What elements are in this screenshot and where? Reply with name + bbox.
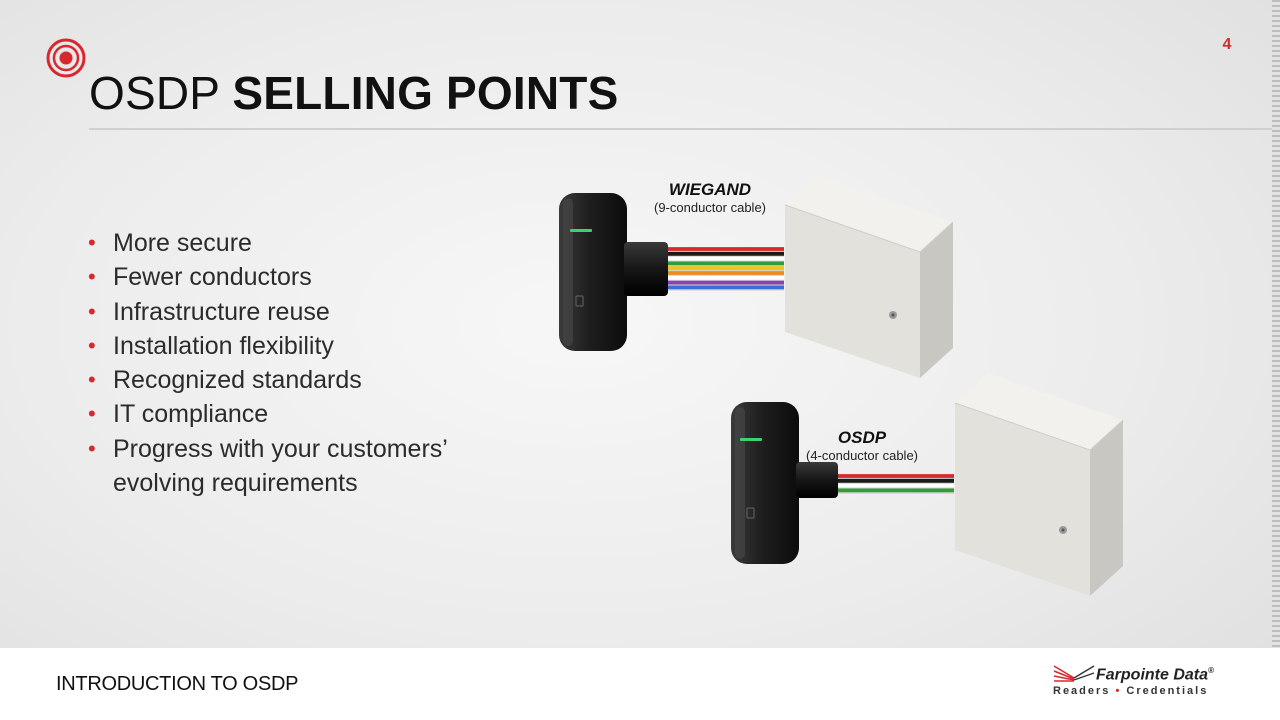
osdp-label-name: OSDP <box>837 428 887 447</box>
right-edge-strip <box>1272 0 1280 650</box>
brand-name-text: Farpointe Data <box>1096 666 1209 684</box>
wiegand-label-description: (9-conductor cable) <box>654 200 766 216</box>
osdp-label-description: (4-conductor cable) <box>806 448 918 464</box>
page-number: 4 <box>1222 36 1232 53</box>
footer: INTRODUCTION TO OSDP Farpointe Data® Rea… <box>0 648 1280 720</box>
bullet-item: More secure <box>88 226 528 261</box>
footer-title: INTRODUCTION TO OSDP <box>56 673 299 695</box>
card-reader-wiegand <box>559 193 668 351</box>
control-panel-wiegand <box>784 175 954 378</box>
bullet-item: Recognized standards <box>88 363 528 398</box>
bullet-item: Progress with your customers’ evolving r… <box>88 432 528 501</box>
wiegand-cable <box>664 247 784 291</box>
brand-tagline-left: Readers <box>1053 685 1111 697</box>
wiring-diagram <box>559 175 1124 596</box>
bullet-list: More secure Fewer conductors Infrastruct… <box>88 226 528 500</box>
card-symbol-icon <box>746 507 755 519</box>
brand-name: Farpointe Data® <box>1096 666 1214 684</box>
brand-tagline: Readers • Credentials <box>1053 685 1208 697</box>
brand-tagline-right: Credentials <box>1126 685 1209 697</box>
wiegand-label-name: WIEGAND <box>668 180 752 199</box>
wiegand-label: WIEGAND (9-conductor cable) <box>640 180 780 216</box>
title-light: OSDP <box>89 67 220 119</box>
osdp-cable <box>836 474 954 494</box>
card-reader-osdp <box>731 402 838 564</box>
bullet-item: Fewer conductors <box>88 260 528 295</box>
osdp-label: OSDP (4-conductor cable) <box>792 428 932 464</box>
target-rings-icon <box>46 38 86 78</box>
brand-tagline-separator: • <box>1115 685 1122 697</box>
control-panel-osdp <box>954 373 1124 596</box>
brand-trademark: ® <box>1208 666 1214 675</box>
card-symbol-icon <box>575 295 584 307</box>
title-divider <box>89 128 1280 130</box>
brand-logo: Farpointe Data® Readers • Credentials <box>1050 662 1240 702</box>
radiating-lines-icon <box>1053 665 1095 682</box>
bullet-item: Infrastructure reuse <box>88 295 528 330</box>
status-led-icon <box>740 438 762 441</box>
status-led-icon <box>570 229 592 232</box>
bullet-item: Installation flexibility <box>88 329 528 364</box>
page-title: OSDP SELLING POINTS <box>89 66 619 120</box>
bullet-item: IT compliance <box>88 397 528 432</box>
title-bold: SELLING POINTS <box>232 67 619 119</box>
